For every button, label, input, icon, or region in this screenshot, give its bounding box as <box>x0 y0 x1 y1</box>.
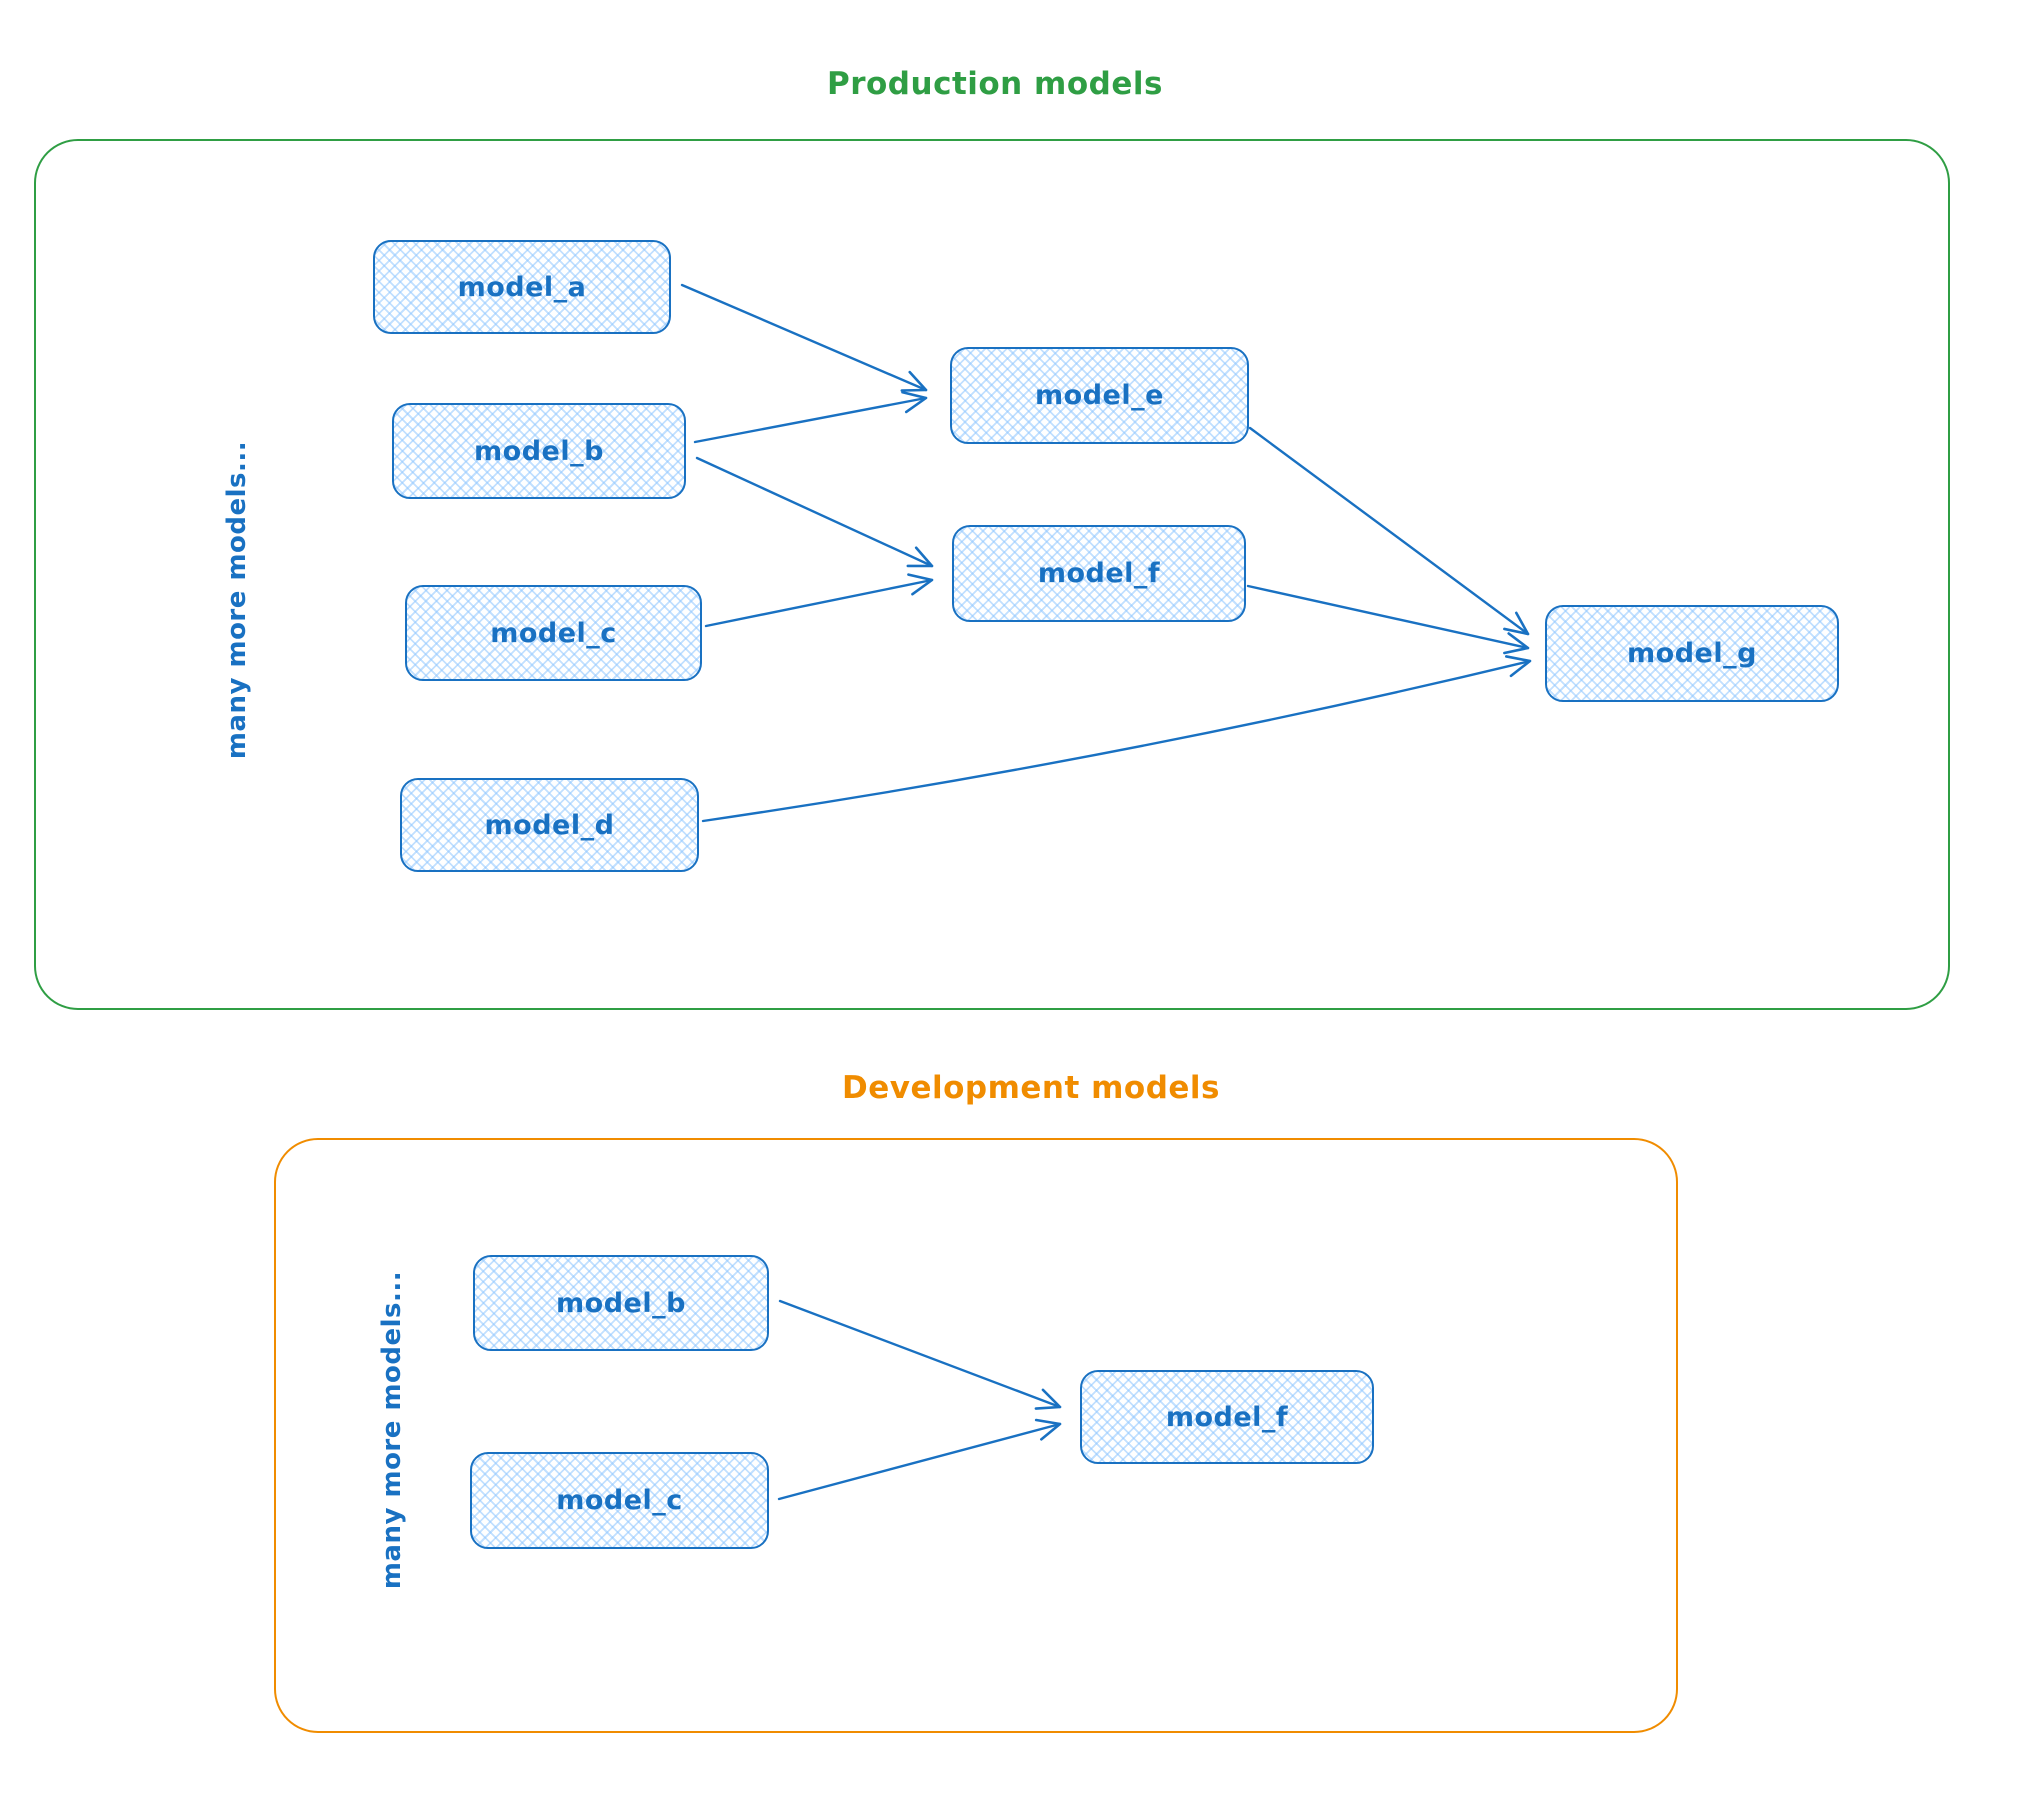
node-label: model_b <box>556 1287 686 1319</box>
production-side-label: many more models... <box>222 440 252 760</box>
node-production-model_d[interactable]: model_d <box>400 778 699 872</box>
node-label: model_g <box>1627 638 1757 669</box>
node-production-model_a[interactable]: model_a <box>373 240 671 334</box>
production-section-title: Production models <box>827 66 1163 102</box>
node-production-model_b[interactable]: model_b <box>392 403 686 499</box>
production-frame <box>34 139 1950 1010</box>
node-label: model_f <box>1165 1401 1289 1433</box>
node-label: model_b <box>474 435 604 467</box>
development-frame <box>274 1138 1678 1733</box>
node-development-model_f[interactable]: model_f <box>1080 1370 1374 1464</box>
node-label: model_d <box>484 809 615 841</box>
node-label: model_a <box>457 271 587 303</box>
node-label: model_c <box>490 617 617 649</box>
node-production-model_e[interactable]: model_e <box>950 347 1249 444</box>
node-label: model_c <box>556 1485 683 1516</box>
node-production-model_f[interactable]: model_f <box>952 525 1246 622</box>
node-production-model_c[interactable]: model_c <box>405 585 702 681</box>
node-label: model_f <box>1037 558 1161 589</box>
node-label: model_e <box>1035 380 1164 411</box>
development-side-label: many more models... <box>377 1270 407 1590</box>
development-section-title: Development models <box>842 1070 1221 1106</box>
node-development-model_b[interactable]: model_b <box>473 1255 769 1351</box>
node-production-model_g[interactable]: model_g <box>1545 605 1839 702</box>
node-development-model_c[interactable]: model_c <box>470 1452 769 1549</box>
